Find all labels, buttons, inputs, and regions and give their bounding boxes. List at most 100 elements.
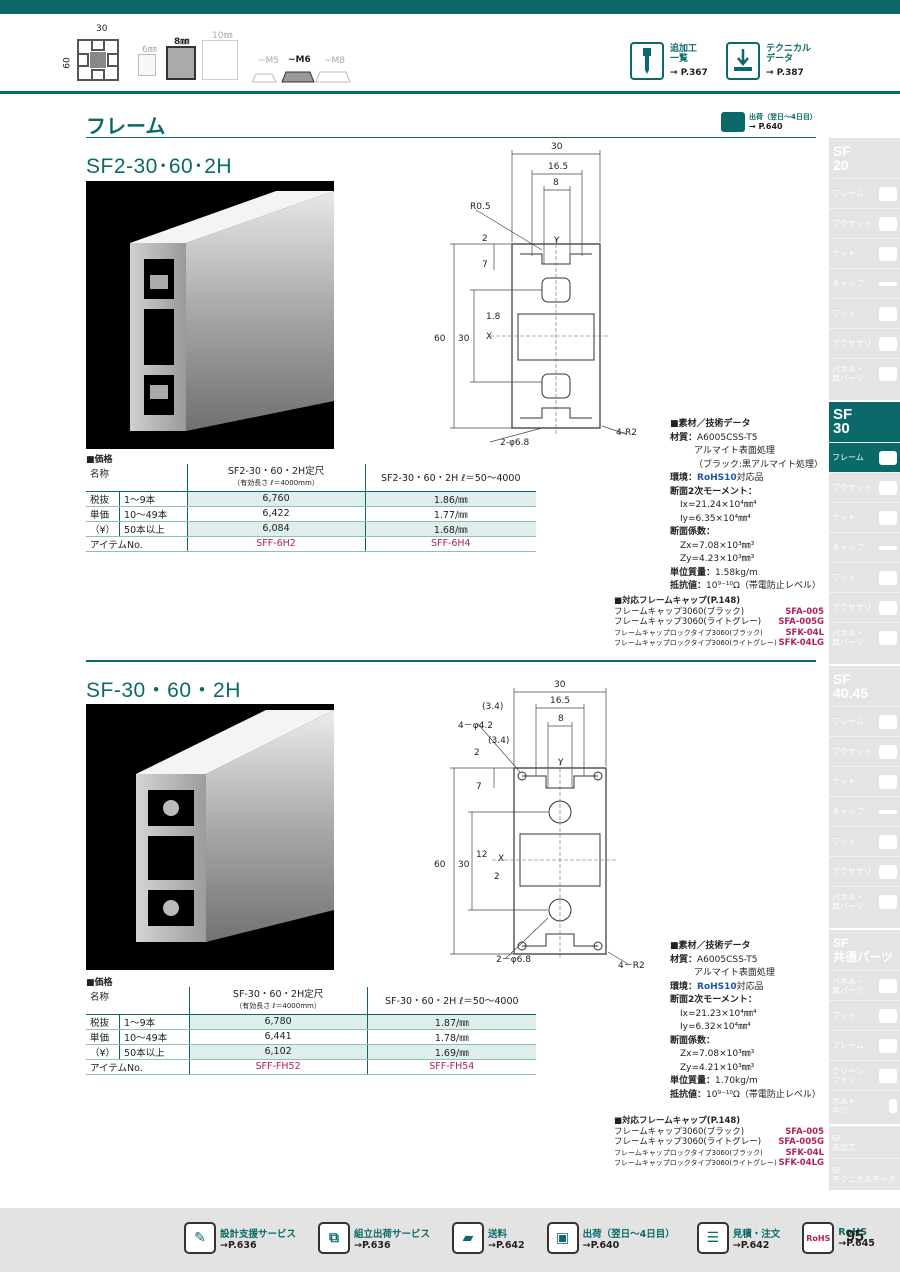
sidebar-item-accessory[interactable]: アクセサリ bbox=[829, 328, 900, 358]
footer-links: ✎ 設計支援サービス→P.636 ⧉ 組立出荷サービス→P.636 ▰ 送料→P… bbox=[184, 1222, 875, 1254]
sidebar-item-panel[interactable]: パネル・ 扉パーツ bbox=[829, 970, 900, 1000]
sidebar-group-sf30[interactable]: SF 30 フレーム ブラケット ナット キャップ フット アクセサリ パネル・… bbox=[829, 402, 900, 664]
sidebar-item-bracket[interactable]: ブラケット bbox=[829, 208, 900, 238]
sidebar-item-cap[interactable]: キャップ bbox=[829, 796, 900, 826]
env-label: 環境： bbox=[670, 473, 698, 483]
sidebar-item-bolt[interactable]: ボルト ネジ bbox=[829, 1090, 900, 1120]
page-number: 95 bbox=[846, 1228, 864, 1245]
dim-30-v: 30 bbox=[458, 334, 470, 344]
foot-icon bbox=[879, 570, 897, 585]
item-no-2[interactable]: SFF-6H4 bbox=[365, 536, 536, 552]
mass-label: 単位質量： bbox=[670, 567, 716, 578]
sidebar-item-frame-active[interactable]: フレーム bbox=[829, 442, 900, 472]
slot-8-label: 8㎜ bbox=[174, 37, 190, 47]
price-row-3-col2: 1.69/㎜ bbox=[367, 1044, 536, 1060]
footer-link-assembly[interactable]: ⧉ 組立出荷サービス→P.636 bbox=[318, 1222, 430, 1254]
footer-link-order[interactable]: ☰ 見積・注文→P.642 bbox=[696, 1222, 780, 1254]
cap-name-4: フレームキャップロックタイプ3060(ライトグレー) bbox=[614, 639, 777, 647]
link-technical-data-page: → P.387 bbox=[766, 68, 804, 78]
zy-value: Zy=4.23×10³㎜³ bbox=[680, 554, 755, 564]
cap-code-1[interactable]: SFA-005 bbox=[785, 606, 824, 617]
sidebar-item-cap[interactable]: キャップ bbox=[829, 532, 900, 562]
dim-8: 8 bbox=[558, 714, 564, 724]
cap-code-2[interactable]: SFA-005G bbox=[778, 617, 824, 627]
caps-heading: ■対応フレームキャップ(P.148) bbox=[614, 596, 741, 606]
link-technical-data[interactable]: テクニカル データ → P.387 bbox=[726, 42, 816, 82]
cap-icon bbox=[879, 809, 897, 814]
footer-label: RoHS bbox=[838, 1227, 867, 1238]
header-rule bbox=[0, 91, 900, 94]
axis-y: Y bbox=[558, 758, 564, 768]
zy-value: Zy=4.21×10³㎜³ bbox=[680, 1062, 755, 1073]
qty-row-2: 10〜49本 bbox=[119, 506, 188, 522]
material-value: A6005CSS-T5 bbox=[697, 432, 758, 443]
sidebar-item-foot[interactable]: フット bbox=[829, 298, 900, 328]
rohs-value: RoHS10 bbox=[697, 981, 737, 992]
footer-link-shipping-cost[interactable]: ▰ 送料→P.642 bbox=[452, 1222, 525, 1254]
sidebar-item-frame[interactable]: フレーム bbox=[829, 178, 900, 208]
footer-label: 設計支援サービス bbox=[220, 1228, 297, 1240]
dim-4-phi-4-2: 4－φ4.2 bbox=[458, 721, 493, 731]
sidebar-item-accessory[interactable]: アクセサリ bbox=[829, 856, 900, 886]
item-no-1[interactable]: SFF-6H2 bbox=[187, 536, 366, 552]
footer-label: 送料 bbox=[488, 1228, 508, 1240]
sidebar-item-bracket[interactable]: ブラケット bbox=[829, 472, 900, 502]
sidebar-item-nut[interactable]: ナット bbox=[829, 502, 900, 532]
sidebar-item-accessory[interactable]: アクセサリ bbox=[829, 592, 900, 622]
link-technical-data-label: テクニカル データ bbox=[766, 44, 812, 64]
cap-code-3[interactable]: SFK-04L bbox=[785, 1147, 824, 1158]
profile-info: 30 60 6㎜ 8㎜ 10㎜ ~M5 ~M6 ~M8 bbox=[62, 24, 362, 88]
axis-y: Y bbox=[554, 236, 560, 246]
price-row-1-col2: 1.86/㎜ bbox=[365, 491, 536, 507]
ix-value: Ix=21.24×10⁴㎜⁴ bbox=[680, 500, 757, 510]
footer-link-shipping[interactable]: ▣ 出荷（翌日〜4日目）→P.640 bbox=[546, 1222, 675, 1254]
sidebar-item-foot[interactable]: フット bbox=[829, 1000, 900, 1030]
sidebar-item-cap[interactable]: キャップ bbox=[829, 268, 900, 298]
qty-row-3: 50本以上 bbox=[119, 521, 188, 537]
sidebar-item-nut[interactable]: ナット bbox=[829, 238, 900, 268]
footer-link-rohs[interactable]: RoHS RoHS→P.645 bbox=[802, 1222, 875, 1254]
product-2-dimensions: 30 16.5 (3.4) 4－φ4.2 8 2 (3.4) 7 Y 12 60… bbox=[420, 676, 650, 976]
cap-code-4[interactable]: SFK-04LG bbox=[778, 638, 824, 648]
sidebar-item-frame[interactable]: フレーム bbox=[829, 1030, 900, 1060]
cap-code-2[interactable]: SFA-005G bbox=[778, 1137, 824, 1147]
item-no-2[interactable]: SFF-FH54 bbox=[367, 1059, 536, 1075]
sidebar-item-foot[interactable]: フット bbox=[829, 562, 900, 592]
product-1-title: SF2-30･60･2H bbox=[86, 155, 233, 178]
sidebar-item-clean-fan[interactable]: クリーン ファン bbox=[829, 1060, 900, 1090]
resist-value: 10⁹⁻¹⁰Ω（帯電防止レベル） bbox=[706, 1089, 821, 1100]
cap-code-3[interactable]: SFK-04L bbox=[785, 627, 824, 638]
footer: ✎ 設計支援サービス→P.636 ⧉ 組立出荷サービス→P.636 ▰ 送料→P… bbox=[0, 1208, 900, 1272]
sidebar-group-sf40[interactable]: SF 40.45 フレーム ブラケット ナット キャップ フット アクセサリ パ… bbox=[829, 666, 900, 928]
link-additional-processing[interactable]: 追加工 一覧 → P.367 bbox=[630, 42, 710, 82]
sidebar-item-panel[interactable]: パネル・ 扉パーツ bbox=[829, 886, 900, 916]
nut-m5-label: ~M5 bbox=[258, 56, 280, 66]
foot-icon bbox=[879, 1008, 897, 1023]
cap-code-4[interactable]: SFK-04LG bbox=[778, 1158, 824, 1168]
sidebar-group-sf20[interactable]: SF 20 フレーム ブラケット ナット キャップ フット アクセサリ パネル・… bbox=[829, 138, 900, 400]
footer-page: →P.642 bbox=[732, 1239, 770, 1251]
footer-label: 組立出荷サービス bbox=[354, 1228, 431, 1240]
sidebar-item-panel[interactable]: パネル・ 扉パーツ bbox=[829, 622, 900, 652]
footer-page: →P.640 bbox=[582, 1239, 620, 1251]
sidebar-item-panel[interactable]: パネル・ 扉パーツ bbox=[829, 358, 900, 388]
sidebar-group-extras[interactable]: SF 追加工 SF テクニカルデータ bbox=[829, 1126, 900, 1190]
sidebar-group-common[interactable]: SF 共通パーツ パネル・ 扉パーツ フット フレーム クリーン ファン ボルト… bbox=[829, 930, 900, 1124]
sidebar-item-technical-data[interactable]: SF テクニカルデータ bbox=[829, 1158, 900, 1190]
item-no-1[interactable]: SFF-FH52 bbox=[189, 1059, 368, 1075]
dim-3-4-v: (3.4) bbox=[488, 736, 510, 746]
footer-link-design-support[interactable]: ✎ 設計支援サービス→P.636 bbox=[184, 1222, 296, 1254]
price-row-2-col2: 1.78/㎜ bbox=[367, 1029, 536, 1045]
sidebar-item-nut[interactable]: ナット bbox=[829, 766, 900, 796]
shipping-page: → P.640 bbox=[749, 122, 783, 131]
sidebar-item-bracket[interactable]: ブラケット bbox=[829, 736, 900, 766]
product-2-title: SF-30・60・2H bbox=[86, 679, 241, 702]
finish-1: アルマイト表面処理 bbox=[694, 446, 775, 456]
cap-icon bbox=[879, 281, 897, 286]
sidebar-item-foot[interactable]: フット bbox=[829, 826, 900, 856]
sidebar-item-frame[interactable]: フレーム bbox=[829, 706, 900, 736]
dim-12: 12 bbox=[476, 850, 488, 860]
sidebar-item-additional-processing[interactable]: SF 追加工 bbox=[829, 1126, 900, 1158]
panel-icon bbox=[879, 894, 897, 909]
cap-code-1[interactable]: SFA-005 bbox=[785, 1126, 824, 1137]
